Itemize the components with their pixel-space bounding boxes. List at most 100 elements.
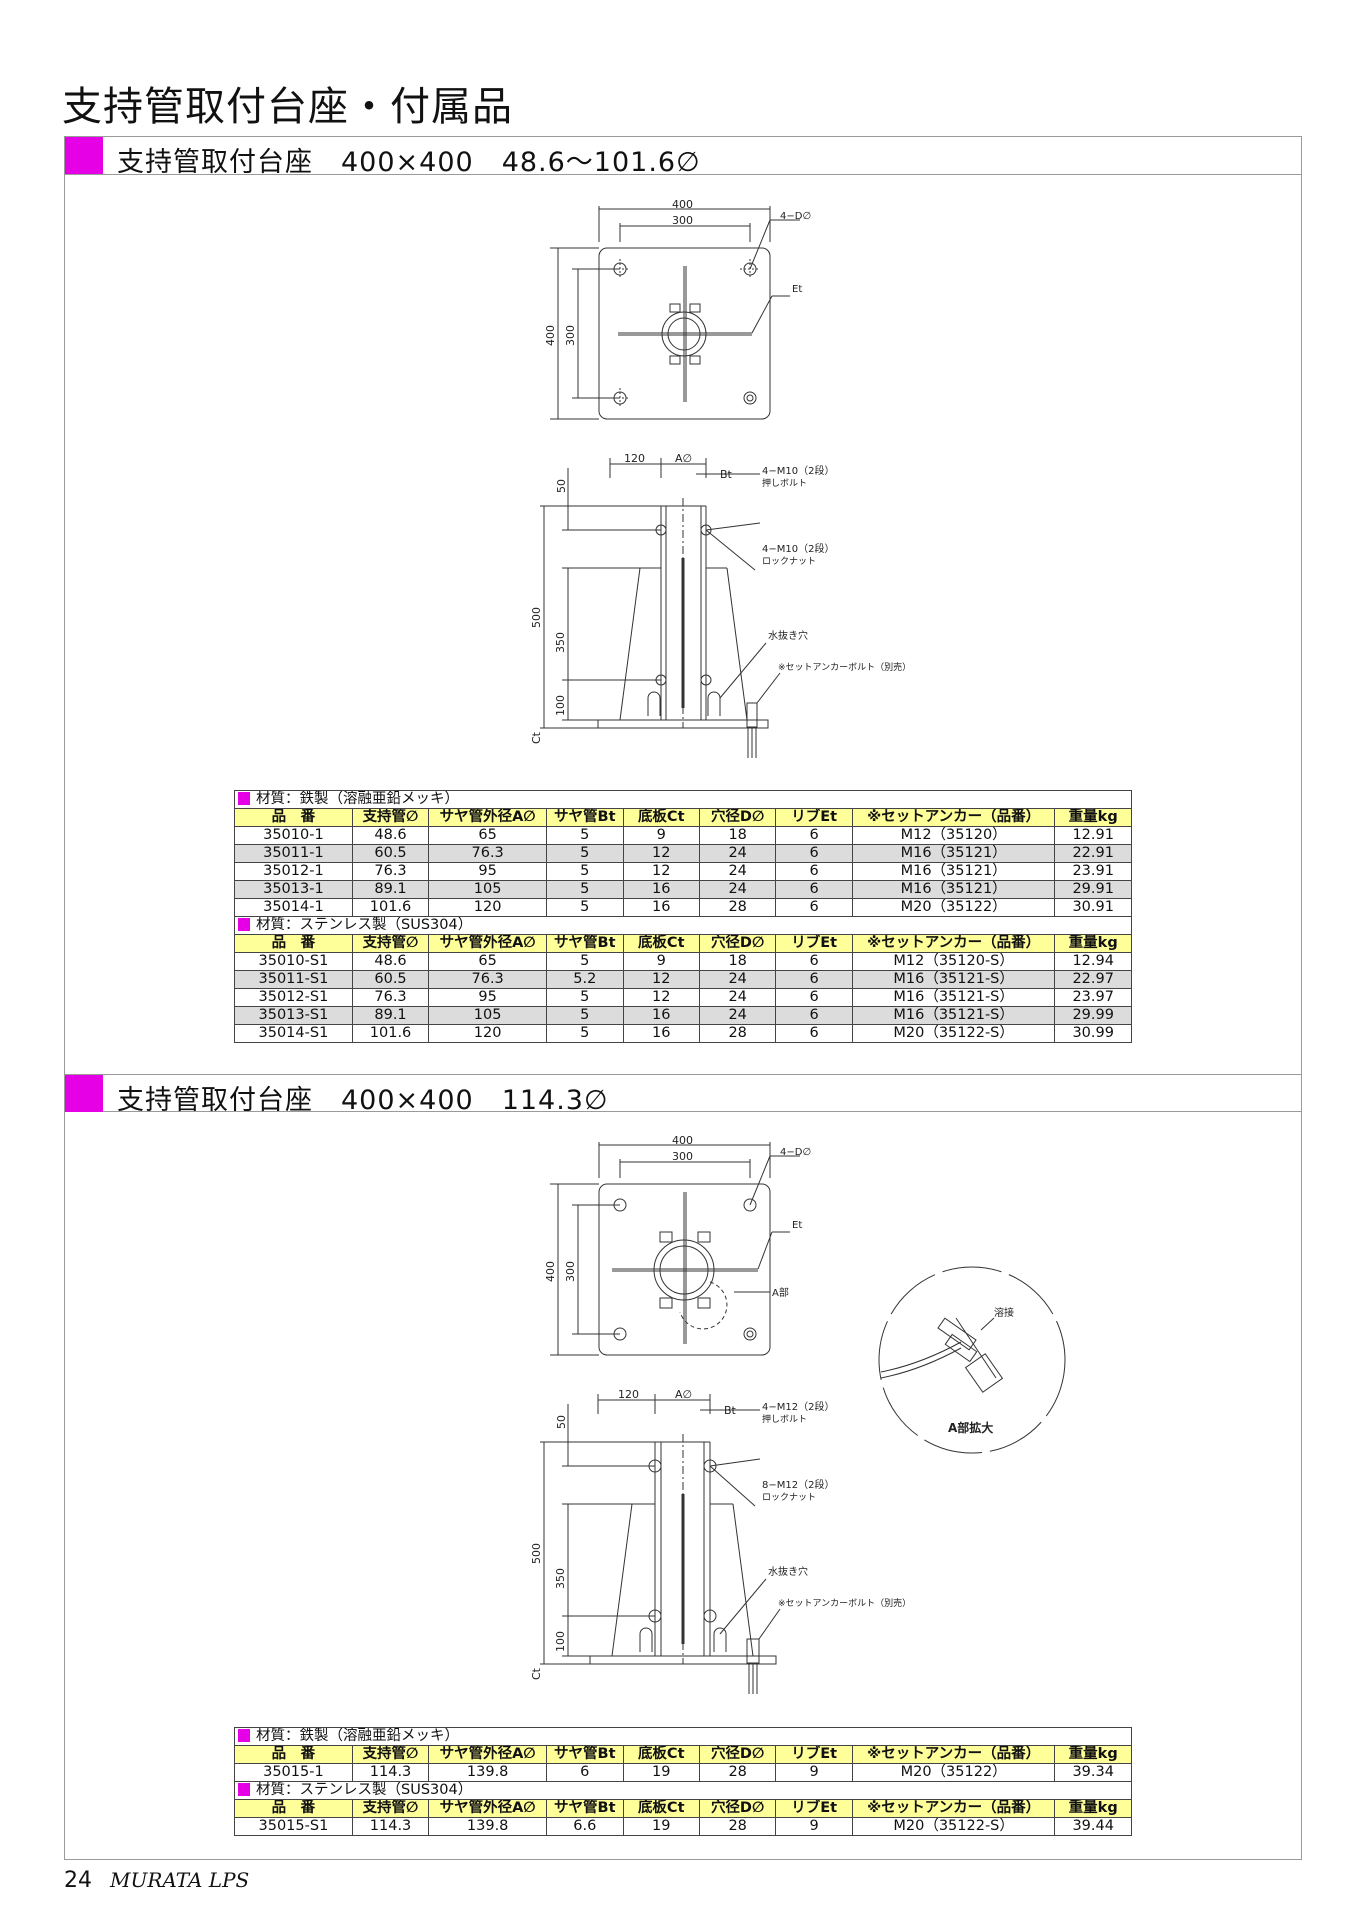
table-cell: 35013-S1 bbox=[234, 1006, 353, 1025]
table-cell: 19 bbox=[622, 1817, 700, 1836]
column-header: 底板Ct bbox=[622, 1745, 700, 1764]
material-label: 材質：ステンレス製（SUS304） bbox=[256, 917, 473, 934]
column-header: ※セットアンカー（品番） bbox=[851, 808, 1056, 827]
table-cell: 16 bbox=[622, 880, 700, 899]
water-hole: 水抜き穴 bbox=[768, 1565, 808, 1578]
dim-side-inner: 300 bbox=[564, 1261, 577, 1282]
table-cell: 105 bbox=[428, 880, 548, 899]
table-cell: 101.6 bbox=[351, 898, 430, 917]
dim-side-outer: 400 bbox=[544, 325, 557, 346]
table-cell: 24 bbox=[698, 862, 777, 881]
table-cell: 6 bbox=[775, 862, 853, 881]
table-cell: 35012-1 bbox=[234, 862, 353, 881]
table-cell: 5 bbox=[546, 988, 624, 1007]
column-header: サヤ管外径A∅ bbox=[428, 1745, 548, 1764]
table-cell: 23.97 bbox=[1054, 988, 1132, 1007]
column-header: 品 番 bbox=[234, 934, 353, 953]
table-cell: 35011-1 bbox=[234, 844, 353, 863]
dim-bt: Bt bbox=[724, 1404, 737, 1417]
hole-label: 4−D∅ bbox=[780, 211, 811, 222]
rib-label: Et bbox=[792, 284, 802, 295]
dim-100: 100 bbox=[554, 1631, 567, 1652]
dim-inner: 300 bbox=[672, 1150, 693, 1163]
lock-nut-sub: ロックナット bbox=[762, 1492, 816, 1503]
table-cell: M12（35120） bbox=[851, 826, 1056, 845]
table-cell: 35010-S1 bbox=[234, 952, 353, 971]
table-cell: 24 bbox=[698, 844, 777, 863]
table-cell: 6 bbox=[775, 952, 853, 971]
table-cell: M16（35121） bbox=[851, 862, 1056, 881]
material-label: 材質：ステンレス製（SUS304） bbox=[256, 1782, 473, 1799]
rib-label: Et bbox=[792, 1220, 802, 1231]
dim-a: A∅ bbox=[675, 1388, 692, 1401]
table-cell: 35013-1 bbox=[234, 880, 353, 899]
column-header: 底板Ct bbox=[622, 934, 700, 953]
table-cell: 48.6 bbox=[351, 826, 430, 845]
table-cell: 35011-S1 bbox=[234, 970, 353, 989]
table-cell: 6 bbox=[775, 844, 853, 863]
table-cell: 6 bbox=[775, 898, 853, 917]
column-header: サヤ管Bt bbox=[546, 934, 624, 953]
table-cell: 16 bbox=[622, 1006, 700, 1025]
lock-nut: 8−M12（2段） bbox=[762, 1478, 834, 1491]
table-cell: 95 bbox=[428, 862, 548, 881]
table-cell: 18 bbox=[698, 826, 777, 845]
table-cell: M16（35121-S） bbox=[851, 970, 1056, 989]
table-cell: 89.1 bbox=[351, 880, 430, 899]
table-cell: 139.8 bbox=[428, 1817, 548, 1836]
column-header: 支持管∅ bbox=[351, 1745, 430, 1764]
material-cell: 材質：鉄製（溶融亜鉛メッキ） bbox=[234, 1727, 1132, 1746]
table-cell: M20（35122） bbox=[851, 1763, 1056, 1782]
table-cell: 35015-1 bbox=[234, 1763, 353, 1782]
material-row: 材質：鉄製（溶融亜鉛メッキ） bbox=[234, 790, 1132, 809]
lock-nut-sub: ロックナット bbox=[762, 556, 816, 567]
table-cell: 60.5 bbox=[351, 844, 430, 863]
table-cell: 35014-1 bbox=[234, 898, 353, 917]
table-cell: 24 bbox=[698, 988, 777, 1007]
table-cell: 24 bbox=[698, 970, 777, 989]
detail-caption: A部拡大 bbox=[948, 1420, 993, 1435]
material-marker bbox=[238, 918, 250, 931]
dim-350: 350 bbox=[554, 632, 567, 653]
table-cell: 48.6 bbox=[351, 952, 430, 971]
table-cell: 35010-1 bbox=[234, 826, 353, 845]
material-cell: 材質：鉄製（溶融亜鉛メッキ） bbox=[234, 790, 1132, 809]
column-header: 穴径D∅ bbox=[698, 934, 777, 953]
dim-500: 500 bbox=[530, 1543, 543, 1564]
table-cell: 105 bbox=[428, 1006, 548, 1025]
table-cell: 101.6 bbox=[351, 1024, 430, 1043]
section-header-1: 支持管取付台座 400×400 48.6～101.6∅ bbox=[65, 137, 1301, 178]
column-header: サヤ管Bt bbox=[546, 1799, 624, 1818]
table-cell: 22.97 bbox=[1054, 970, 1132, 989]
material-cell: 材質：ステンレス製（SUS304） bbox=[234, 916, 1132, 935]
column-header: 重量kg bbox=[1054, 808, 1132, 827]
column-header: ※セットアンカー（品番） bbox=[851, 1745, 1056, 1764]
dim-side-outer: 400 bbox=[544, 1261, 557, 1282]
table-cell: 30.99 bbox=[1054, 1024, 1132, 1043]
hole-label: 4−D∅ bbox=[780, 1147, 811, 1158]
table-cell: 35015-S1 bbox=[234, 1817, 353, 1836]
table-cell: 39.44 bbox=[1054, 1817, 1132, 1836]
table-cell: 9 bbox=[622, 952, 700, 971]
section-title: 支持管取付台座 400×400 48.6～101.6∅ bbox=[117, 147, 701, 178]
dim-50: 50 bbox=[555, 1415, 568, 1429]
table-cell: 5 bbox=[546, 844, 624, 863]
table-cell: 114.3 bbox=[351, 1817, 430, 1836]
table-cell: 12 bbox=[622, 988, 700, 1007]
table-cell: 6.6 bbox=[546, 1817, 624, 1836]
column-header: 穴径D∅ bbox=[698, 1799, 777, 1818]
table-cell: 5 bbox=[546, 880, 624, 899]
column-header: サヤ管Bt bbox=[546, 1745, 624, 1764]
water-hole: 水抜き穴 bbox=[768, 629, 808, 642]
elevation-view-drawing-2: 120 A∅ Bt 4−M12（2段） 押しボルト 8−M12（2段） ロックナ… bbox=[530, 1388, 911, 1694]
table-cell: 89.1 bbox=[351, 1006, 430, 1025]
